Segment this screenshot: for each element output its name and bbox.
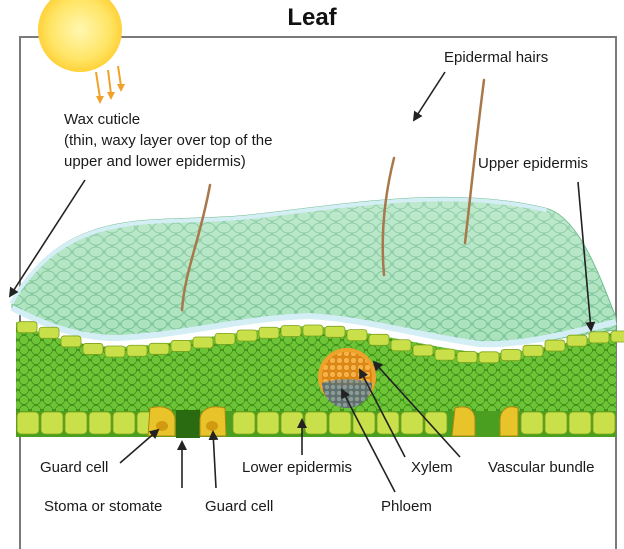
label-epidermal-hairs: Epidermal hairs — [444, 49, 548, 66]
upper-epidermis-cell — [171, 340, 191, 351]
lower-epidermis-cell — [569, 412, 591, 434]
upper-epidermis-cell — [479, 352, 499, 363]
label-phloem: Phloem — [381, 498, 432, 515]
label-vascular-bundle: Vascular bundle — [488, 459, 594, 476]
guard-cell-left-shape — [148, 407, 175, 436]
label-xylem: Xylem — [411, 459, 453, 476]
upper-epidermis-cell — [215, 333, 235, 344]
upper-epidermis-cell — [501, 350, 521, 361]
upper-epidermis-cell — [567, 335, 587, 346]
label-wax-cuticle: Wax cuticle — [64, 111, 140, 128]
label-guard-cell-right: Guard cell — [205, 498, 273, 515]
lower-epidermis-cells — [16, 411, 616, 437]
upper-epidermis-cell — [193, 337, 213, 348]
lower-epidermis-cell — [89, 412, 111, 434]
upper-epidermis-cell — [369, 334, 389, 345]
lower-epidermis-cell — [329, 412, 351, 434]
upper-epidermis-cell — [325, 326, 345, 337]
upper-epidermis-cell — [611, 331, 624, 342]
upper-epidermis-cell — [281, 326, 301, 337]
lower-epidermis-cell — [65, 412, 87, 434]
lower-epidermis-cell — [401, 412, 423, 434]
lower-epidermis-cell — [17, 412, 39, 434]
lower-epidermis-cell — [257, 412, 279, 434]
upper-epidermis-cell — [303, 325, 323, 336]
upper-epidermis-cell — [149, 343, 169, 354]
label-lower-epidermis: Lower epidermis — [242, 459, 352, 476]
upper-epidermis-cell — [457, 352, 477, 363]
upper-epidermis-cell — [523, 345, 543, 356]
lower-epidermis-cell — [281, 412, 303, 434]
upper-epidermis-cell — [347, 330, 367, 341]
label-upper-epidermis: Upper epidermis — [478, 155, 588, 172]
upper-epidermis-cell — [545, 340, 565, 351]
upper-epidermis-cell — [435, 349, 455, 360]
lower-epidermis-cell — [593, 412, 615, 434]
upper-epidermis-cell — [39, 327, 59, 338]
label-wax-cuticle-desc-1: (thin, waxy layer over top of the — [64, 132, 272, 149]
lower-epidermis-cell — [521, 412, 543, 434]
label-wax-cuticle-desc-2: upper and lower epidermis) — [64, 153, 246, 170]
upper-epidermis-cell — [17, 322, 37, 333]
upper-epidermis-cell — [105, 346, 125, 357]
upper-epidermis-cell — [589, 332, 609, 343]
lower-epidermis-cell — [545, 412, 567, 434]
guard-cell-right-shape — [200, 407, 226, 436]
lower-epidermis-cell — [41, 412, 63, 434]
sun-icon — [38, 0, 125, 104]
label-stoma: Stoma or stomate — [44, 498, 162, 515]
upper-epidermis-cell — [237, 330, 257, 341]
upper-epidermis-cell — [413, 345, 433, 356]
label-guard-cell-left: Guard cell — [40, 459, 108, 476]
upper-epidermis-cell — [127, 345, 147, 356]
lower-epidermis-cell — [233, 412, 255, 434]
upper-epidermis-cell — [61, 336, 81, 347]
upper-epidermis-cell — [83, 343, 103, 354]
upper-epidermis-cell — [259, 327, 279, 338]
upper-epidermis-cell — [391, 340, 411, 351]
lower-epidermis-cell — [113, 412, 135, 434]
stoma-opening — [176, 410, 200, 438]
lower-epidermis-cell — [305, 412, 327, 434]
